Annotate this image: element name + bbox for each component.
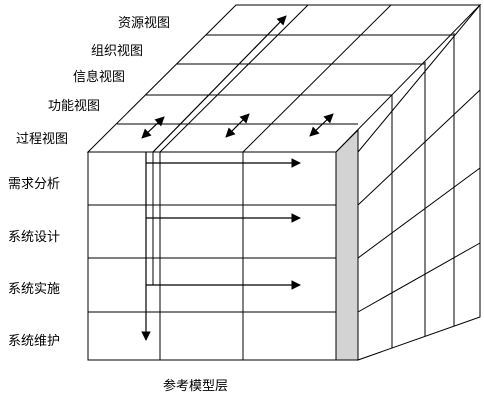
view-label-function: 功能视图 — [48, 99, 100, 114]
cube-front-face — [87, 151, 337, 361]
stage-label-design: 系统设计 — [8, 230, 60, 245]
view-labels: 资源视图 组织视图 信息视图 功能视图 过程视图 — [16, 16, 170, 147]
stage-label-requirements: 需求分析 — [8, 177, 60, 192]
stage-labels: 需求分析 系统设计 系统实施 系统维护 — [8, 177, 60, 349]
front-face-outline — [87, 151, 337, 361]
right-face-row-line — [357, 167, 481, 259]
top-face-column-line — [159, 4, 309, 153]
right-face-shaded-strip — [335, 128, 359, 361]
diagram-caption: 参考模型层 — [163, 378, 228, 394]
view-link-arrow — [225, 113, 250, 138]
view-label-organization: 组织视图 — [91, 44, 143, 59]
view-label-information: 信息视图 — [73, 69, 125, 85]
view-link-arrow — [309, 113, 334, 137]
top-face-column-line — [242, 4, 392, 153]
stage-label-implementation: 系统实施 — [8, 282, 60, 297]
arrows — [141, 15, 334, 341]
view-link-arrow — [141, 116, 165, 139]
right-face-row-line — [357, 242, 481, 313]
stage-label-maintenance: 系统维护 — [8, 334, 60, 349]
cube — [86, 3, 482, 361]
view-label-resource: 资源视图 — [118, 16, 170, 31]
right-face-row-line — [357, 89, 481, 206]
view-label-process: 过程视图 — [16, 132, 68, 147]
depth-diagonal-arrow — [152, 15, 287, 153]
cube-right-face — [335, 3, 481, 361]
